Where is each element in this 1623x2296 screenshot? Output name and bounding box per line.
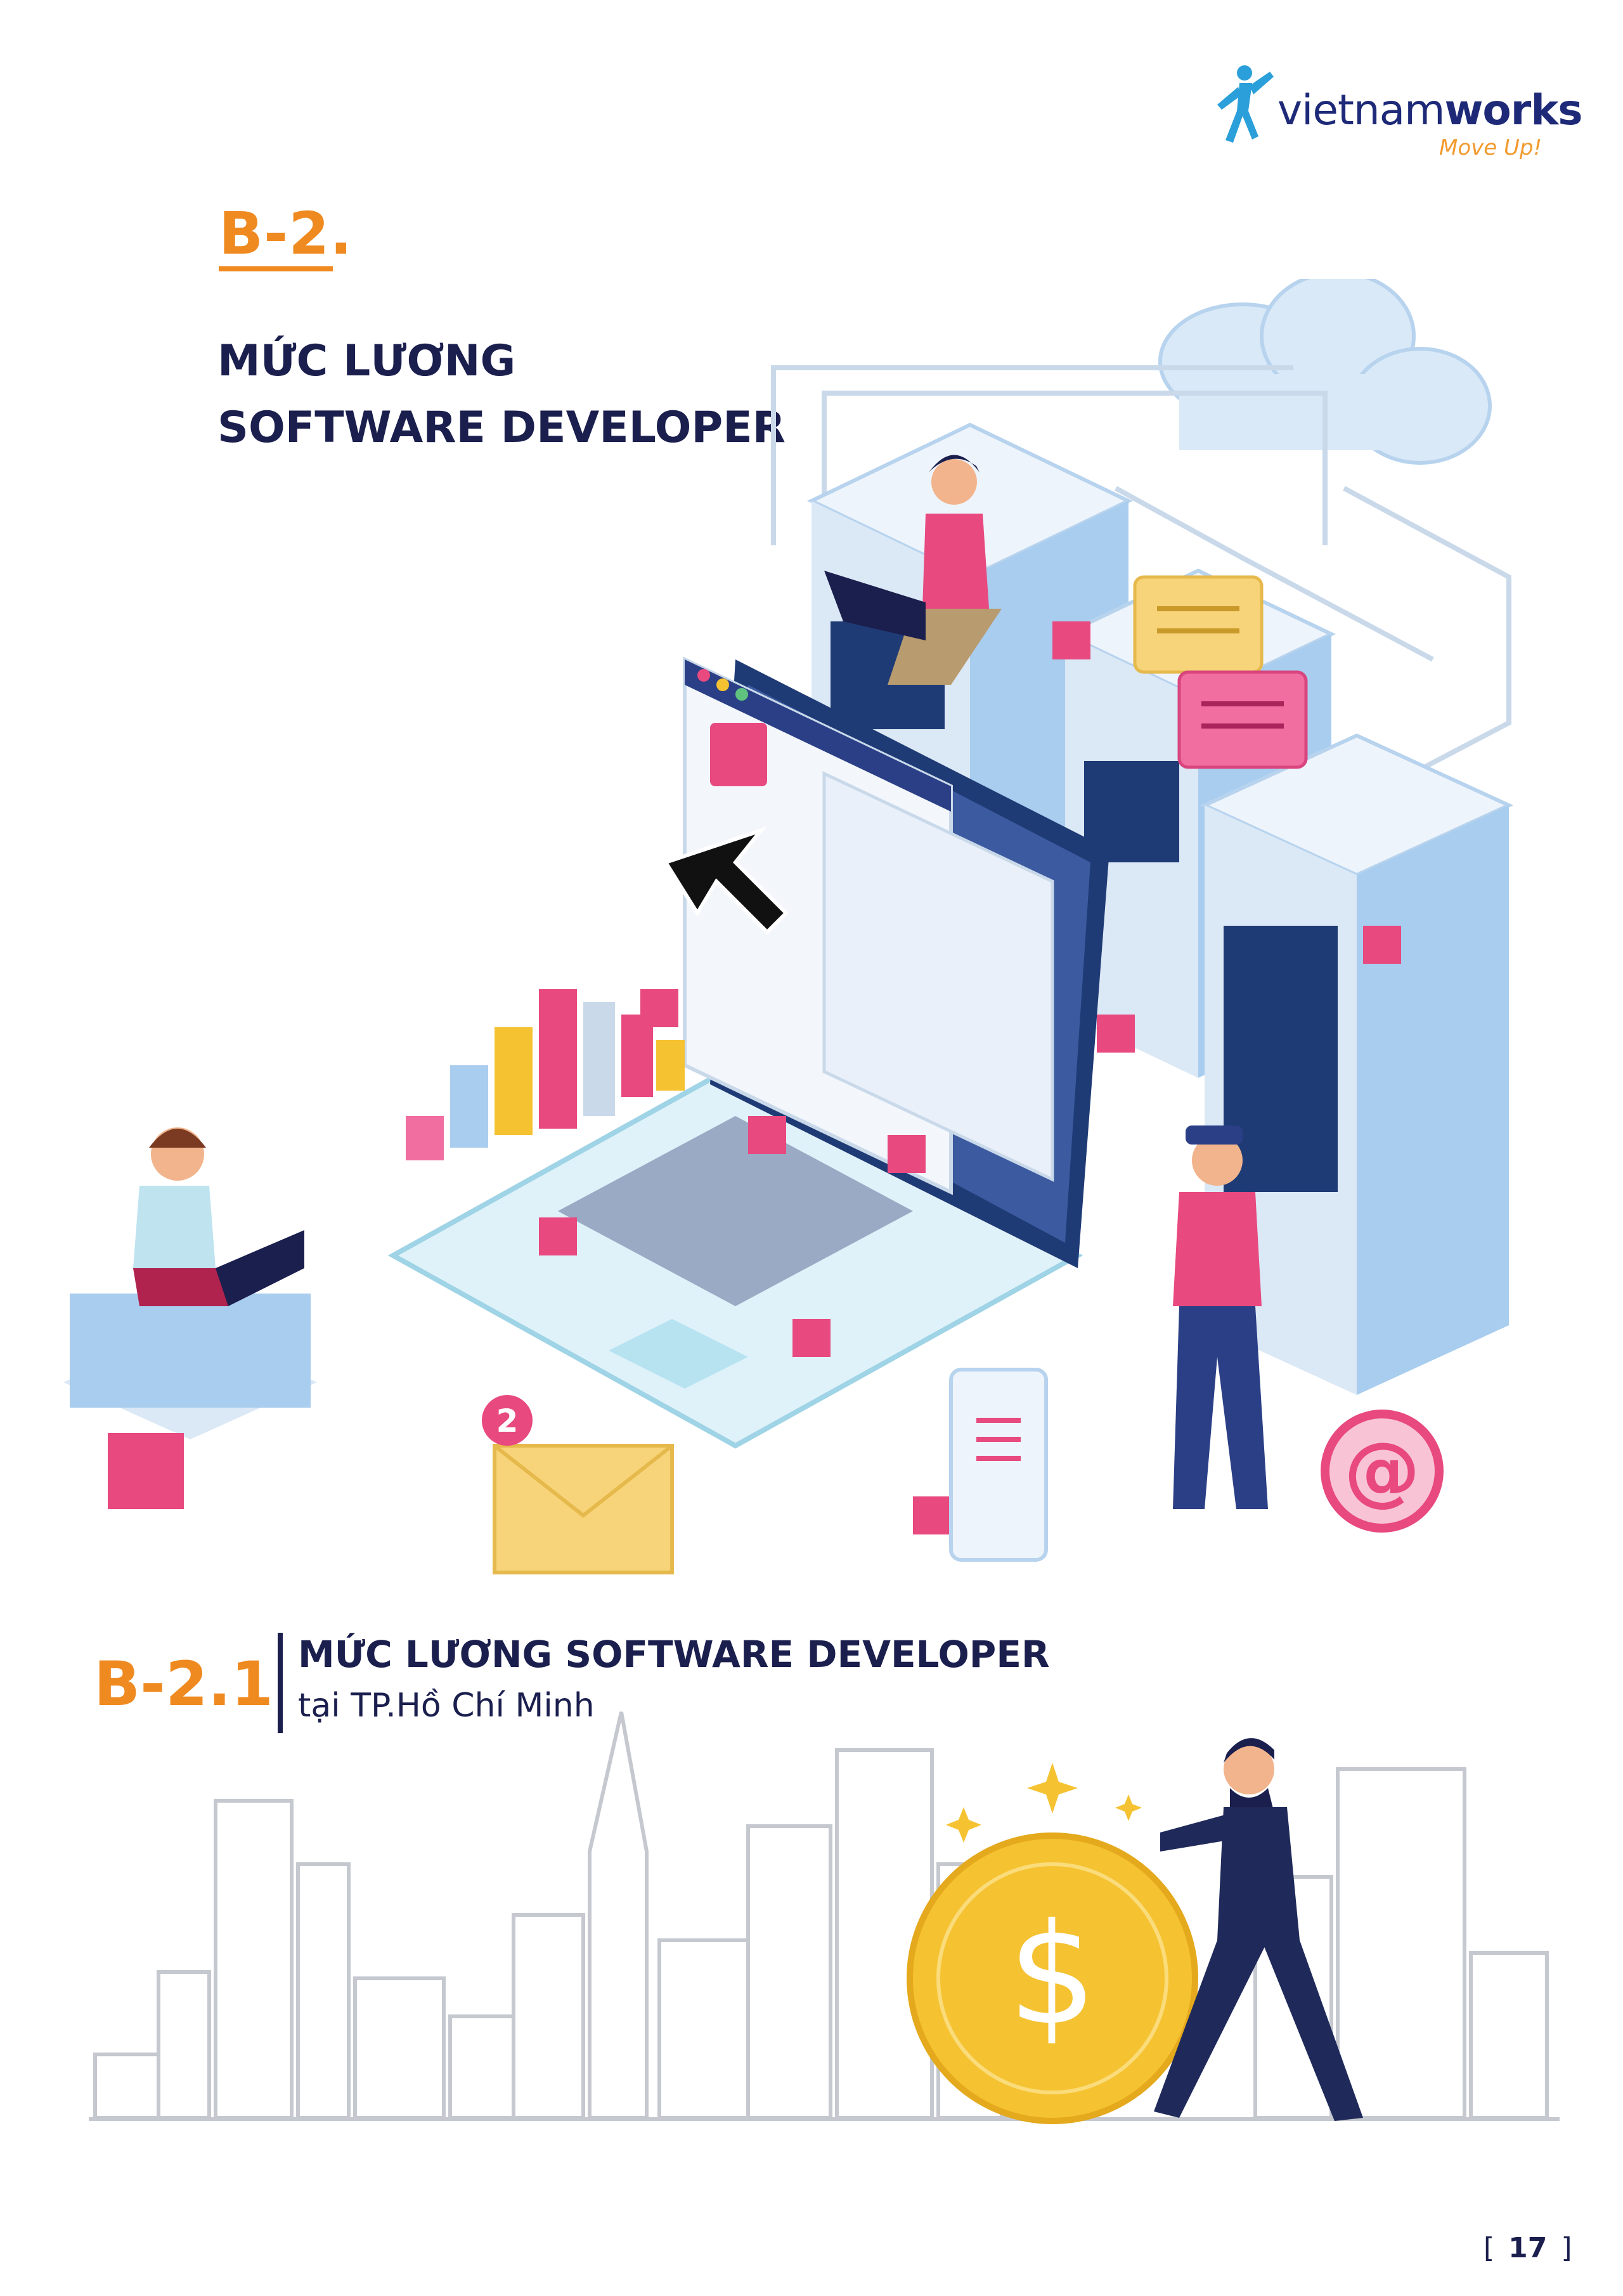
mail-icon: 2 <box>482 1395 674 1574</box>
section-title-line-2: SOFTWARE DEVELOPER <box>217 403 786 453</box>
logo-tagline: Move Up! <box>1439 135 1542 160</box>
section-code: B-2. <box>219 200 353 268</box>
bar-chart-decoration <box>406 989 685 1160</box>
at-symbol: @ <box>1344 1427 1420 1515</box>
logo-wordmark: vietnamworks <box>1277 86 1583 134</box>
developer-illustration: 2 @ <box>63 279 1514 1574</box>
page-number: [17] <box>1484 2232 1572 2264</box>
dollar-symbol: $ <box>1008 1893 1097 2056</box>
subsection-divider <box>278 1633 283 1733</box>
cube-decoration <box>539 621 1401 1534</box>
subsection-code: B-2.1 <box>94 1649 274 1720</box>
businessman-figure <box>1154 1738 1363 2121</box>
technician-figure <box>1173 1125 1268 1509</box>
chat-bubble-icon <box>1133 575 1308 769</box>
city-skyline-illustration: $ <box>89 1711 1560 2124</box>
woman-figure <box>63 1127 317 1509</box>
phone-icon <box>949 1368 1048 1562</box>
subsection-subtitle: tại TP.Hồ Chí Minh <box>298 1687 595 1725</box>
browser-window <box>683 656 1054 1195</box>
section-title-line-1: MỨC LƯƠNG <box>217 336 516 386</box>
vietnamworks-logo: vietnamworks Move Up! <box>1208 60 1583 168</box>
dollar-coin-icon: $ <box>907 1832 1198 2124</box>
sparkle-icon <box>946 1763 1142 1843</box>
email-at-icon: @ <box>1321 1410 1444 1533</box>
cloud-icon <box>1158 279 1492 465</box>
subsection-title: MỨC LƯƠNG SOFTWARE DEVELOPER <box>298 1633 1050 1676</box>
mouse-cursor-icon <box>663 826 789 935</box>
runner-icon <box>1217 65 1274 143</box>
developer-figure <box>824 455 1002 685</box>
section-underline <box>219 266 333 271</box>
notification-count: 2 <box>496 1403 519 1439</box>
